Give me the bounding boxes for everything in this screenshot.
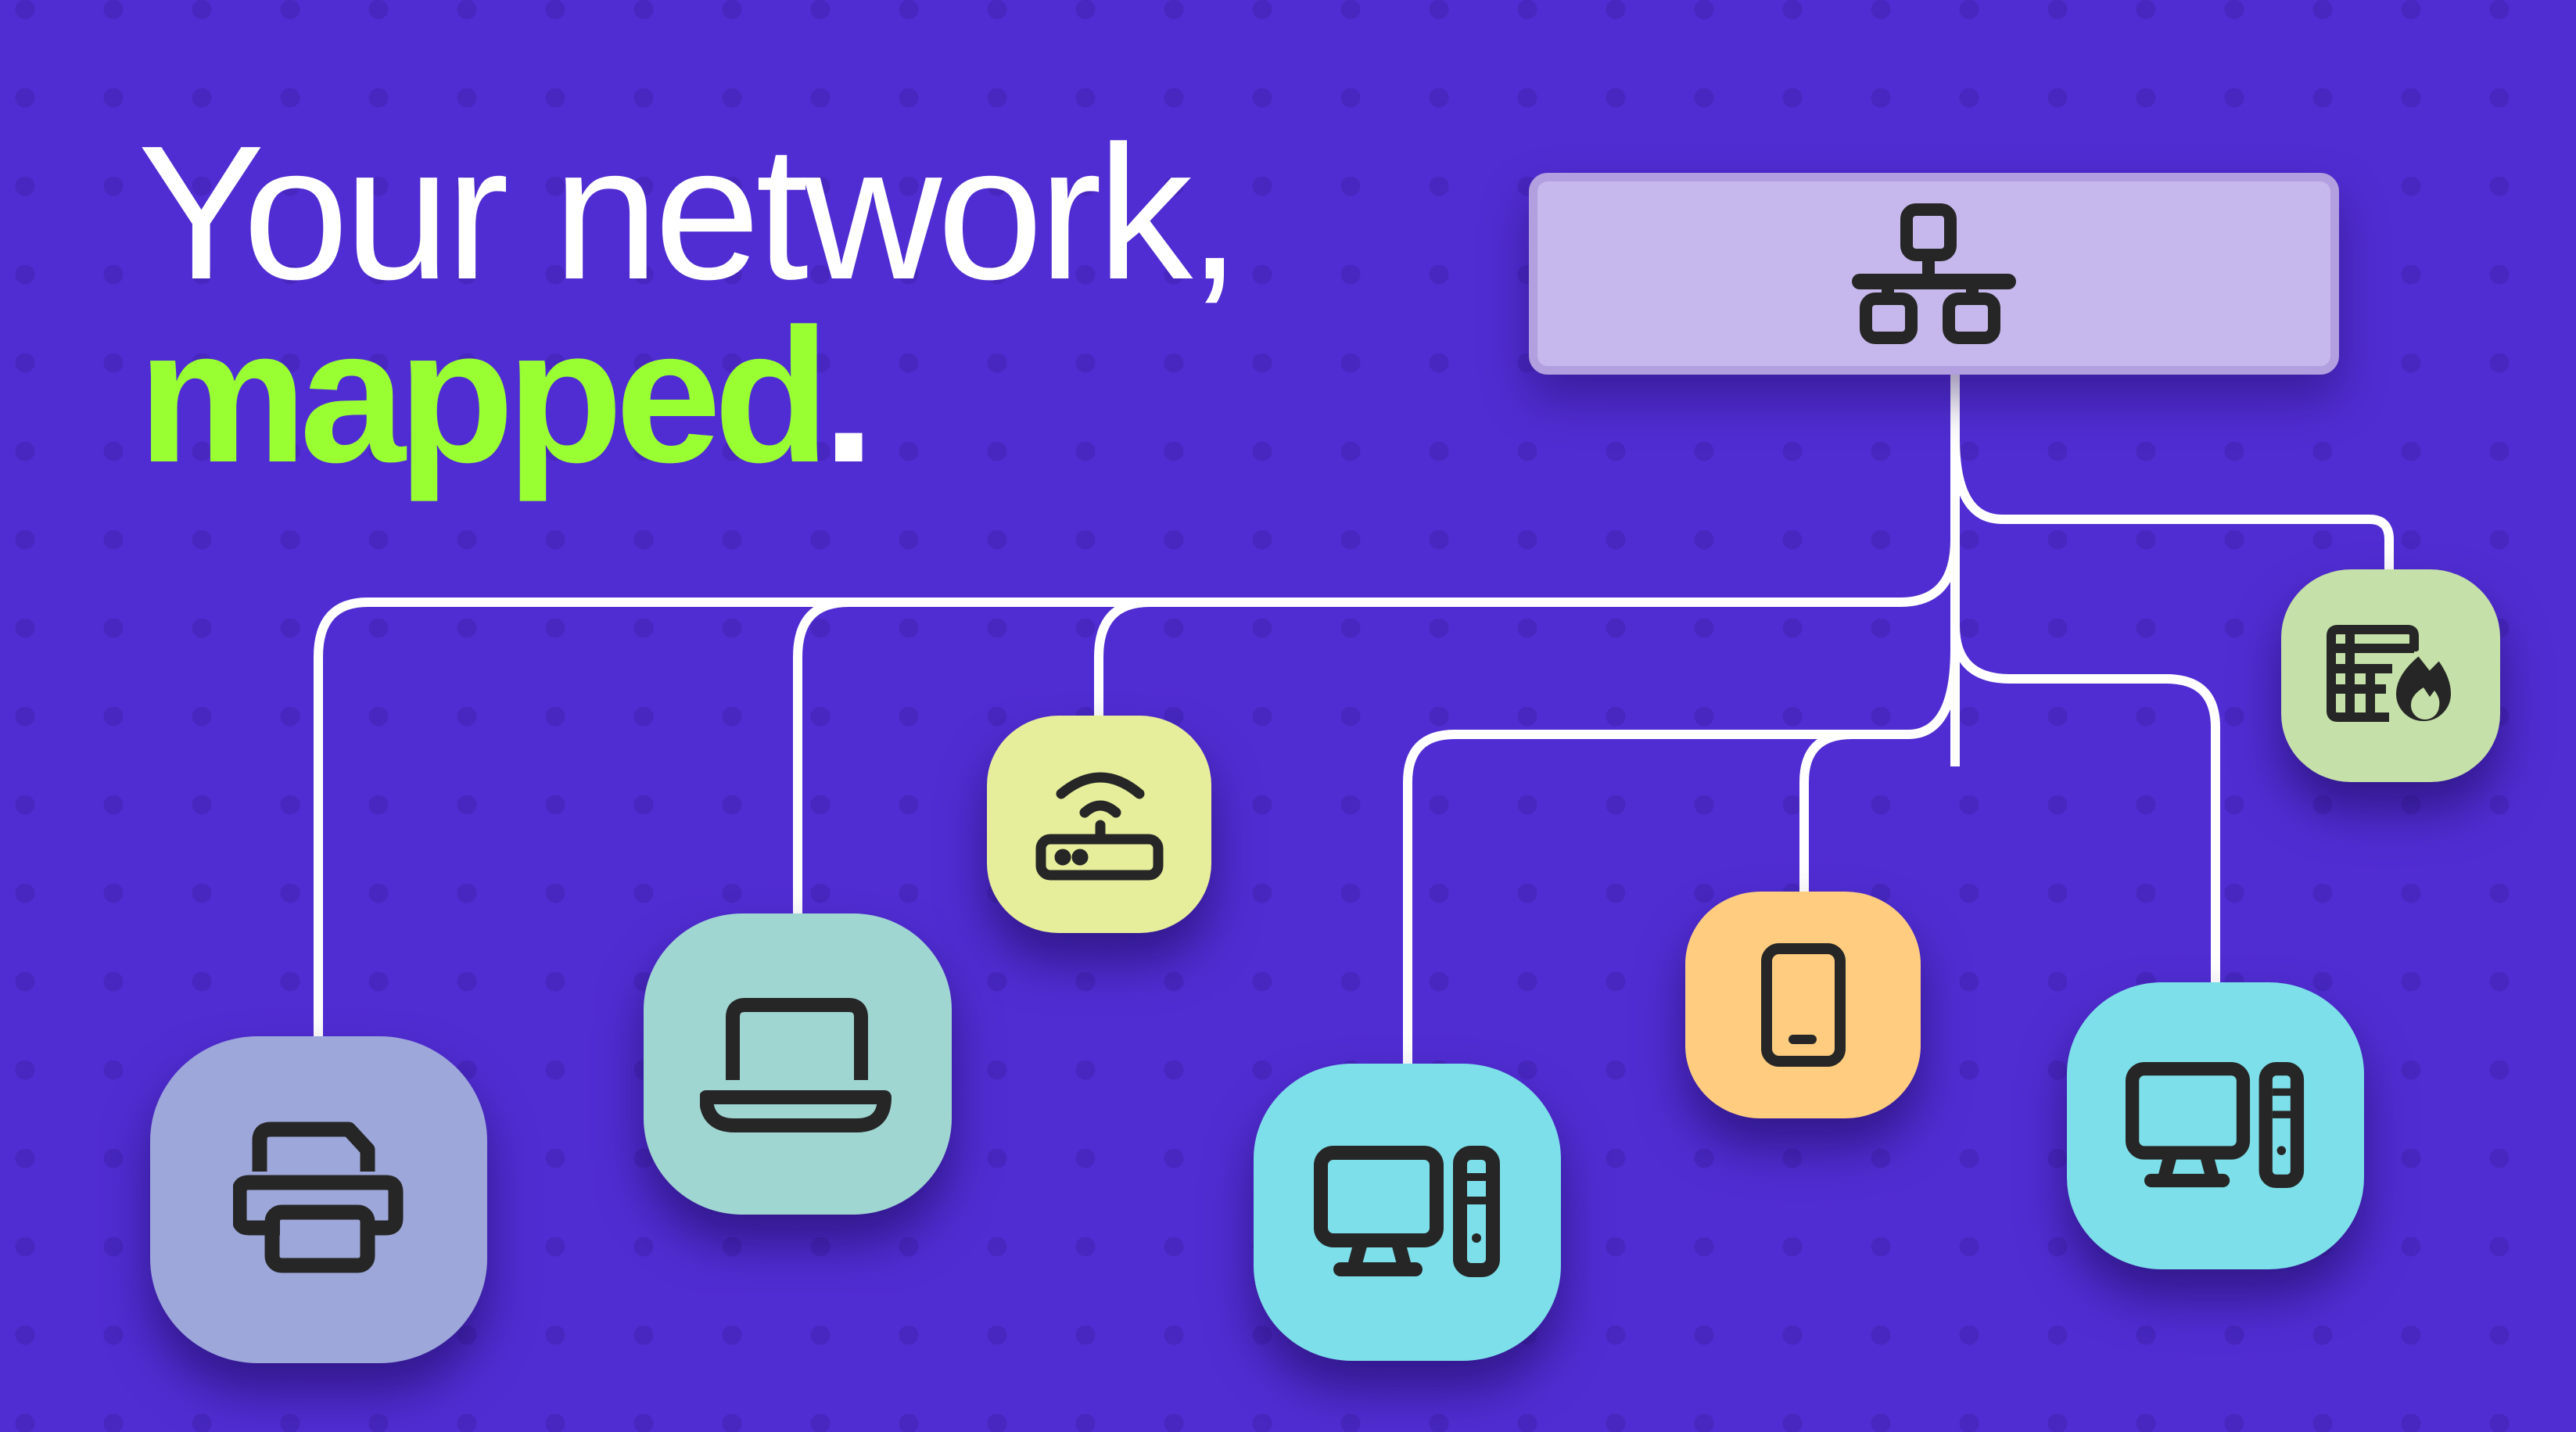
wire-router [1094, 598, 1150, 718]
wire-laptop [793, 598, 849, 917]
wire-lower-bus [1403, 648, 1960, 1067]
headline: Your network, mapped. [138, 106, 1241, 491]
wire-phone [1799, 730, 1853, 894]
router-node[interactable] [987, 716, 1211, 933]
headline-line-1: Your network, [138, 106, 1241, 319]
network-switch-node[interactable] [1529, 173, 2339, 375]
smartphone-node[interactable] [1685, 892, 1921, 1118]
printer-node[interactable] [150, 1036, 487, 1363]
laptop-icon [700, 997, 892, 1132]
smartphone-icon [1760, 943, 1846, 1067]
firewall-icon [2326, 625, 2456, 726]
wire-firewall [1950, 437, 2394, 571]
wire-desktop-2 [1950, 625, 2220, 985]
desktop-computer-node-1[interactable] [1254, 1064, 1561, 1361]
headline-accent-word: mapped [138, 289, 830, 502]
headline-line-2: mapped. [138, 300, 1236, 491]
network-hub-icon [1852, 203, 2016, 344]
desktop-computer-node-2[interactable] [2067, 982, 2364, 1269]
laptop-node[interactable] [644, 913, 952, 1215]
desktop-computer-icon [2126, 1062, 2305, 1189]
headline-period: . [822, 289, 876, 502]
firewall-node[interactable] [2281, 569, 2500, 782]
printer-icon [232, 1122, 403, 1273]
desktop-computer-icon [1313, 1146, 1500, 1277]
wifi-router-icon [1035, 772, 1163, 881]
